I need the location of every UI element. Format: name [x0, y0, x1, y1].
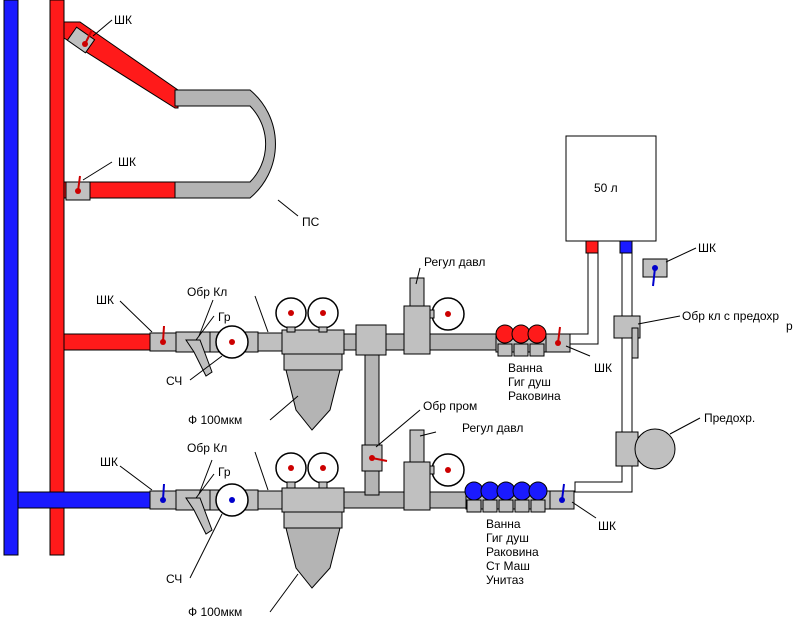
label-obr-prom: Обр пром: [423, 399, 477, 413]
label-gr-cold: Гр: [218, 465, 231, 479]
cold-consumer-1: Гиг душ: [486, 531, 529, 545]
water-meter-cold: [209, 483, 259, 517]
boiler-label: 50 л: [594, 181, 618, 195]
cold-riser: [3, 0, 19, 556]
label-obr-kl-predohr-sub: р: [786, 319, 793, 333]
leader-lines: [82, 19, 701, 613]
valve-shk-hot-manifold: [545, 326, 571, 353]
label-predohr: Предохр.: [704, 411, 755, 425]
check-valve-cold: [257, 490, 283, 510]
boiler-hot-outlet: [585, 240, 599, 254]
label-shk-top: ШК: [114, 13, 132, 27]
label-obr-kl-hot: Обр Кл: [187, 285, 227, 299]
label-ps: ПС: [302, 215, 320, 229]
label-shk-cold: ШК: [100, 455, 118, 469]
valve-shk-boiler: [642, 258, 668, 287]
label-filter-hot: Ф 100мкм: [188, 413, 242, 427]
label-obr-kl-cold: Обр Кл: [187, 441, 227, 455]
check-valve-with-safety: [613, 315, 641, 359]
valve-obr-prom: [361, 444, 388, 472]
valve-shk-dryer: [65, 175, 91, 201]
filter-hot: [275, 297, 345, 431]
label-shk-dryer: ШК: [118, 155, 136, 169]
cold-consumer-0: Ванна: [486, 517, 521, 531]
pressure-regulator-hot: [403, 277, 465, 355]
valve-shk-cold: [149, 483, 177, 510]
cold-manifold: [464, 481, 551, 513]
label-shk-hot: ШК: [96, 293, 114, 307]
label-sch-hot: СЧ: [166, 374, 182, 388]
cross-connect-pipe: [364, 344, 380, 496]
safety-valve: [615, 428, 676, 470]
hot-manifold: [495, 324, 547, 357]
label-regul-hot: Регул давл: [424, 255, 485, 269]
filter-cold: [275, 452, 345, 589]
valve-shk-cold-manifold: [549, 483, 575, 510]
hot-consumer-2: Раковина: [508, 389, 561, 403]
cold-branch-pipe: [17, 491, 153, 509]
strainer-cold: [175, 489, 213, 535]
label-regul-cold: Регул давл: [462, 421, 523, 435]
pressure-regulator-cold: [403, 429, 465, 511]
hot-consumer-0: Ванна: [508, 361, 543, 375]
valve-shk-top: [66, 26, 96, 54]
label-filter-cold: Ф 100мкм: [188, 605, 242, 619]
cold-consumer-3: Ст Маш: [486, 559, 530, 573]
boiler-cold-inlet: [619, 240, 633, 254]
water-meter-hot: [209, 325, 259, 359]
hot-riser: [49, 0, 65, 556]
check-valve-hot: [257, 332, 283, 352]
hot-consumer-1: Гиг душ: [508, 375, 551, 389]
label-shk-boiler: ШК: [698, 241, 716, 255]
label-shk-hot-manifold: ШК: [594, 361, 612, 375]
valve-shk-hot: [149, 325, 177, 352]
hot-to-boiler-pipe: [559, 251, 599, 345]
label-gr-hot: Гр: [218, 310, 231, 324]
strainer-hot: [175, 331, 213, 377]
label-sch-cold: СЧ: [166, 572, 182, 586]
label-obr-kl-predohr: Обр кл с предохр: [682, 309, 779, 323]
boiler: 50 л: [565, 135, 657, 254]
cold-consumer-4: Унитаз: [486, 573, 524, 587]
label-shk-cold-manifold: ШК: [598, 519, 616, 533]
cold-consumer-2: Раковина: [486, 545, 539, 559]
tee-fitting: [355, 324, 387, 356]
